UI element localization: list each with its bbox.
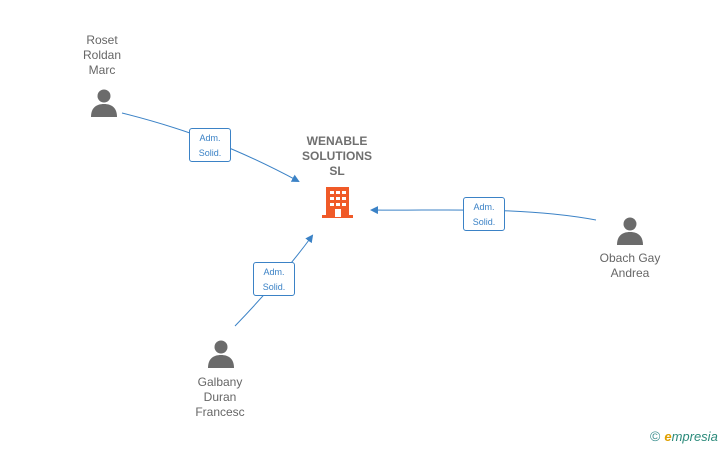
building-icon[interactable] — [322, 185, 353, 219]
person-icon[interactable] — [89, 88, 119, 118]
company-label: WENABLE SOLUTIONS SL — [301, 134, 372, 178]
brand-logo: ©empresia — [650, 428, 718, 444]
person-label-roset: Roset Roldan Marc — [82, 33, 122, 77]
person-icon[interactable] — [615, 216, 645, 246]
edge-label-galbany[interactable]: Adm. Solid. — [253, 262, 295, 296]
edge-label-obach[interactable]: Adm. Solid. — [463, 197, 505, 231]
edge-label-roset[interactable]: Adm. Solid. — [189, 128, 231, 162]
person-icon[interactable] — [206, 339, 236, 369]
copyright-icon: © — [650, 428, 661, 444]
person-label-obach: Obach Gay Andrea — [599, 251, 661, 280]
person-label-galbany: Galbany Duran Francesc — [195, 375, 245, 419]
